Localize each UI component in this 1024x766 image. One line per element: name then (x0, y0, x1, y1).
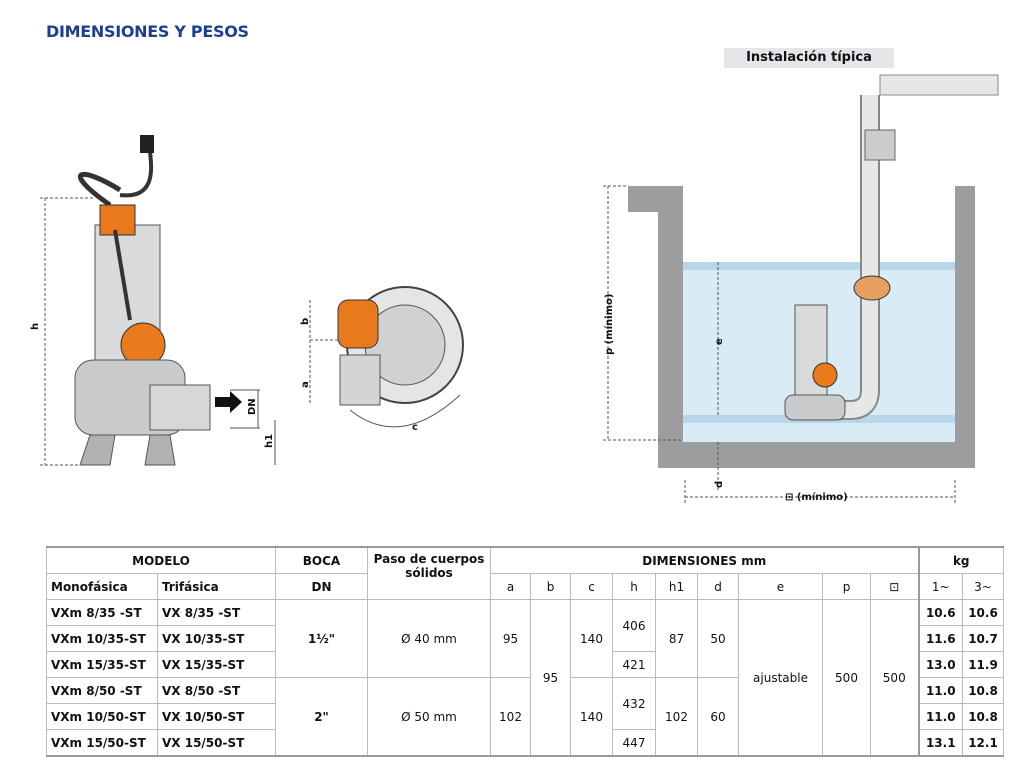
cell-d: 50 (697, 599, 739, 678)
cell-c: 140 (570, 677, 613, 757)
cell-kg3: 10.8 (962, 677, 1004, 704)
cell-h: 421 (612, 651, 656, 678)
table-row: VXm 10/35-ST VX 10/35-ST 11.6 10.7 (46, 625, 1004, 652)
cell-mono: VXm 10/50-ST (46, 703, 158, 730)
cell-tri: VX 10/35-ST (157, 625, 276, 652)
header-square: ⊡ (870, 573, 919, 600)
pump-side-view: h DN h1 (30, 135, 276, 466)
dim-square-label: ⊡ (mínimo) (785, 491, 848, 503)
cell-kg3: 10.7 (962, 625, 1004, 652)
cell-tri: VX 15/35-ST (157, 651, 276, 678)
cell-tri: VX 10/50-ST (157, 703, 276, 730)
cell-square: 500 (870, 599, 919, 757)
header-p: p (822, 573, 871, 600)
cell-mono: VXm 10/35-ST (46, 625, 158, 652)
dim-e-label: e (714, 338, 725, 345)
dim-dn-label: DN (247, 398, 258, 415)
pump-top-view: b a c (300, 286, 464, 433)
dimensions-table: MODELO BOCA Paso de cuerpos sólidos DIME… (46, 546, 1004, 757)
installation-label: Instalación típica (724, 48, 894, 68)
cell-kg1: 11.6 (917, 625, 963, 652)
header-h1: h1 (655, 573, 698, 600)
cell-a: 95 (490, 599, 531, 678)
dim-h-label: h (30, 323, 41, 330)
cell-dn: 1½" (275, 599, 368, 678)
header-d: d (697, 573, 739, 600)
cell-kg3: 12.1 (962, 729, 1004, 757)
cell-mono: VXm 15/50-ST (46, 729, 158, 757)
cell-dn: 2" (275, 677, 368, 757)
table-row: VXm 8/35 -ST VX 8/35 -ST 1½" Ø 40 mm 95 … (46, 599, 1004, 757)
cell-h: 406 (612, 599, 656, 652)
dim-a-label: a (300, 381, 311, 388)
table-row: VXm 10/50-ST VX 10/50-ST 11.0 10.8 (46, 703, 1004, 730)
cell-kg1: 13.1 (917, 729, 963, 757)
cell-h1: 102 (655, 677, 698, 757)
header-kg1: 1~ (917, 573, 963, 600)
installation-diagram: p (mínimo) e d ⊡ (mínimo) (603, 74, 999, 505)
cell-kg3: 10.6 (962, 599, 1004, 626)
cell-kg3: 10.8 (962, 703, 1004, 730)
dim-c-label: c (412, 422, 418, 433)
cell-paso: Ø 50 mm (367, 677, 491, 757)
cell-mono: VXm 8/50 -ST (46, 677, 158, 704)
dim-b-label: b (300, 318, 311, 325)
cell-kg1: 10.6 (917, 599, 963, 626)
cell-mono: VXm 15/35-ST (46, 651, 158, 678)
cell-tri: VX 15/50-ST (157, 729, 276, 757)
header-modelo: MODELO (46, 546, 276, 574)
cell-kg3: 11.9 (962, 651, 1004, 678)
header-kg: kg (917, 546, 1004, 574)
cell-h1: 87 (655, 599, 698, 678)
header-kg3: 3~ (962, 573, 1004, 600)
table-row: VXm 15/35-ST VX 15/35-ST 421 13.0 11.9 (46, 651, 1004, 678)
dim-h1-label: h1 (264, 434, 275, 448)
cell-mono: VXm 8/35 -ST (46, 599, 158, 626)
cell-paso: Ø 40 mm (367, 599, 491, 678)
cell-h: 447 (612, 729, 656, 757)
cell-tri: VX 8/35 -ST (157, 599, 276, 626)
cell-kg1: 11.0 (917, 703, 963, 730)
cell-c: 140 (570, 599, 613, 678)
cell-h: 432 (612, 677, 656, 730)
header-b: b (530, 573, 571, 600)
header-monofasica: Monofásica (46, 573, 158, 600)
cell-p: 500 (822, 599, 871, 757)
cell-tri: VX 8/50 -ST (157, 677, 276, 704)
header-dimensiones: DIMENSIONES mm (490, 546, 919, 574)
header-boca: BOCA (275, 546, 368, 574)
header-dn: DN (275, 573, 368, 600)
technical-drawings: h DN h1 b a c p (mínimo) e d ⊡ (mínimo) (30, 74, 999, 505)
cell-kg1: 13.0 (917, 651, 963, 678)
header-c: c (570, 573, 613, 600)
table-row: VXm 15/50-ST VX 15/50-ST 447 13.1 12.1 (46, 729, 1004, 757)
header-paso: Paso de cuerpos sólidos (367, 546, 491, 600)
cell-d: 60 (697, 677, 739, 757)
header-h: h (612, 573, 656, 600)
cell-b: 95 (530, 599, 571, 757)
dim-p-label: p (mínimo) (603, 294, 615, 355)
dim-d-label: d (714, 481, 725, 488)
cell-e: ajustable (738, 599, 823, 757)
cell-kg1: 11.0 (917, 677, 963, 704)
header-trifasica: Trifásica (157, 573, 276, 600)
header-a: a (490, 573, 531, 600)
cell-a: 102 (490, 677, 531, 757)
header-e: e (738, 573, 823, 600)
page-title: DIMENSIONES Y PESOS (46, 22, 249, 41)
